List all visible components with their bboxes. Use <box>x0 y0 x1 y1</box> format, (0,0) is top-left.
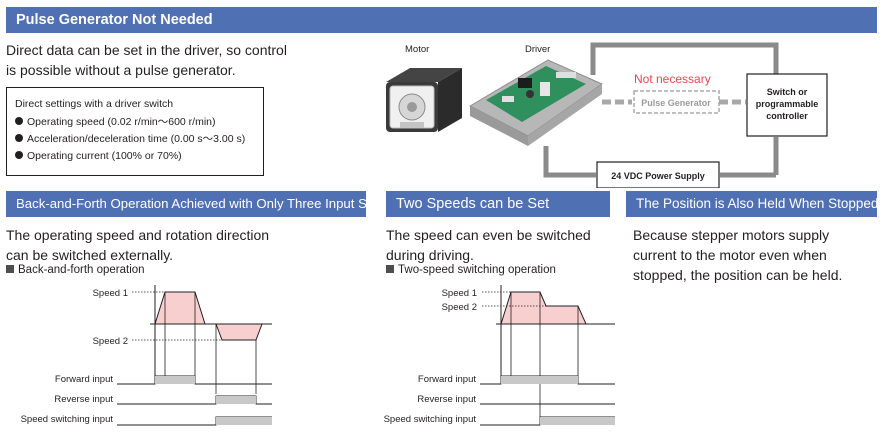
section1-line-1: The operating speed and rotation directi… <box>6 227 270 243</box>
section2-caption-text: Two-speed switching operation <box>398 264 556 276</box>
driver-label: Driver <box>525 44 550 55</box>
speed-switching-input-on <box>216 417 272 425</box>
settings-item: Operating speed (0.02 r/min～600 r/min) <box>15 114 263 131</box>
reverse-input-label: Reverse input <box>54 394 113 405</box>
not-necessary-label: Not necessary <box>634 72 711 86</box>
power-supply-box <box>596 161 720 188</box>
driver-icon <box>468 59 604 146</box>
controller-box <box>746 73 828 137</box>
header-two-speeds: Two Speeds can be Set <box>386 191 610 217</box>
header-position-held: The Position is Also Held When Stopped <box>626 191 879 217</box>
driver-controller-line <box>590 42 779 75</box>
section2-line-1: The speed can even be switched <box>386 227 591 243</box>
forward-input-on <box>501 376 578 384</box>
reverse-input-on <box>216 396 256 404</box>
controller-line-1: Switch or <box>767 87 808 97</box>
intro-line-2: is possible without a pulse generator. <box>6 62 236 78</box>
forward-input-label: Forward input <box>418 374 476 385</box>
section1-title: Back-and-Forth Operation Achieved with O… <box>16 196 402 211</box>
section3-line-3: stopped, the position can be held. <box>633 267 843 283</box>
driver-switch-settings-box: Direct settings with a driver switch Ope… <box>6 87 264 176</box>
section3-title: The Position is Also Held When Stopped <box>636 196 879 211</box>
settings-item-label: Operating current (100% or 70%) <box>27 150 182 162</box>
settings-item: Acceleration/deceleration time (0.00 s～3… <box>15 131 263 148</box>
motor-label: Motor <box>405 44 429 55</box>
speed1-label: Speed 1 <box>442 288 477 299</box>
intro-line-1: Direct data can be set in the driver, so… <box>6 42 287 58</box>
speed-switching-input-on <box>540 417 615 425</box>
header-pulse-generator: Pulse Generator Not Needed <box>6 7 877 33</box>
section3-line-1: Because stepper motors supply <box>633 227 830 243</box>
section1-line-2: can be switched externally. <box>6 247 174 263</box>
section2-text: The speed can even be switched during dr… <box>386 225 616 265</box>
section3-text: Because stepper motors supply current to… <box>633 225 878 285</box>
square-icon <box>6 265 14 273</box>
pulse-generator-label: Pulse Generator <box>641 98 711 108</box>
pulse-generator-box <box>633 90 720 114</box>
system-diagram: Motor Driver Not necessary Pulse Generat… <box>386 42 828 188</box>
driver-power-line <box>543 146 596 178</box>
speed-switching-input-label: Speed switching input <box>384 414 477 425</box>
header-back-and-forth: Back-and-Forth Operation Achieved with O… <box>6 191 401 217</box>
forward-speed-profile <box>154 291 206 325</box>
settings-box-title: Direct settings with a driver switch <box>15 98 174 110</box>
reverse-speed-profile <box>215 323 263 341</box>
settings-item-label: Operating speed (0.02 r/min～600 r/min) <box>27 116 216 128</box>
bullet-icon <box>15 151 23 159</box>
section2-title: Two Speeds can be Set <box>396 196 550 212</box>
controller-line-3: controller <box>766 111 808 121</box>
reverse-input-label: Reverse input <box>417 394 476 405</box>
back-and-forth-timing-chart: Speed 1 Speed 2 Forward input Reverse in… <box>21 285 272 426</box>
section3-line-2: current to the motor even when <box>633 247 827 263</box>
speed1-label: Speed 1 <box>93 288 128 299</box>
settings-item-label: Acceleration/deceleration time (0.00 s～3… <box>27 133 246 145</box>
section2-line-2: during driving. <box>386 247 474 263</box>
section2-chart-caption: Two-speed switching operation <box>386 264 556 276</box>
section1-chart-caption: Back-and-forth operation <box>6 264 145 276</box>
controller-line-2: programmable <box>756 99 819 109</box>
two-speed-profile <box>500 291 587 325</box>
forward-input-on <box>155 376 195 384</box>
two-speed-timing-chart: Speed 1 Speed 2 Forward input Reverse in… <box>384 285 615 426</box>
bullet-icon <box>15 117 23 125</box>
header-title: Pulse Generator Not Needed <box>16 12 213 28</box>
speed2-label: Speed 2 <box>442 302 477 313</box>
speed-switching-input-label: Speed switching input <box>21 414 114 425</box>
power-supply-label: 24 VDC Power Supply <box>611 171 705 181</box>
section1-caption-text: Back-and-forth operation <box>18 264 145 276</box>
motor-icon <box>386 68 462 132</box>
settings-item: Operating current (100% or 70%) <box>15 148 263 165</box>
bullet-icon <box>15 134 23 142</box>
section1-text: The operating speed and rotation directi… <box>6 225 346 265</box>
intro-text: Direct data can be set in the driver, so… <box>6 40 306 80</box>
speed2-label: Speed 2 <box>93 336 128 347</box>
square-icon <box>386 265 394 273</box>
forward-input-label: Forward input <box>55 374 113 385</box>
